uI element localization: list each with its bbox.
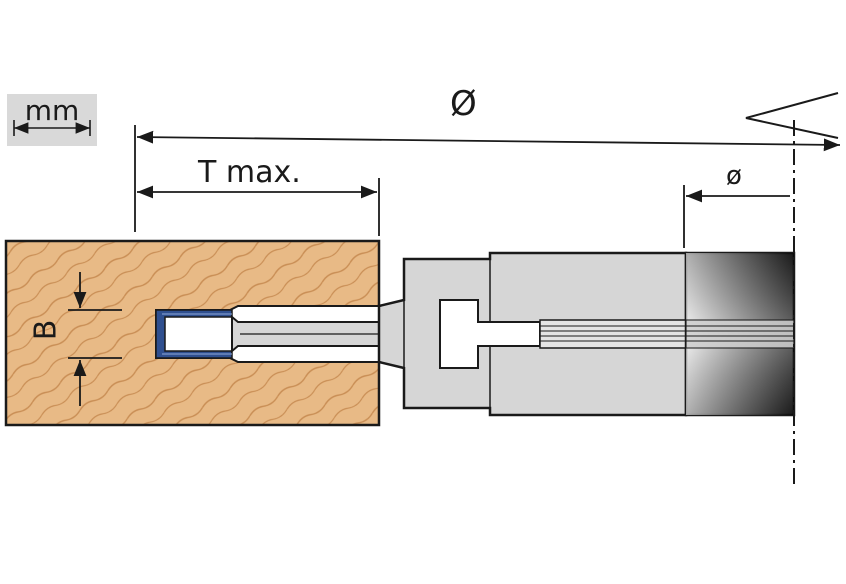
outer-diameter-dimension — [134, 125, 841, 232]
tool-body — [377, 251, 688, 417]
cutter-tip — [155, 309, 233, 359]
bore-diameter-dimension — [683, 185, 790, 248]
slot-width-label: B — [28, 319, 64, 341]
hub-flange — [684, 251, 796, 417]
outer-diameter-label: Ø — [450, 84, 477, 124]
slot-width-dimension — [68, 272, 122, 406]
rotation-indicator — [745, 92, 839, 139]
max-depth-dimension — [137, 178, 380, 236]
max-depth-label: T max. — [198, 155, 301, 190]
bore-diameter-label: ø — [726, 161, 742, 191]
units-badge-arrow — [13, 120, 91, 136]
